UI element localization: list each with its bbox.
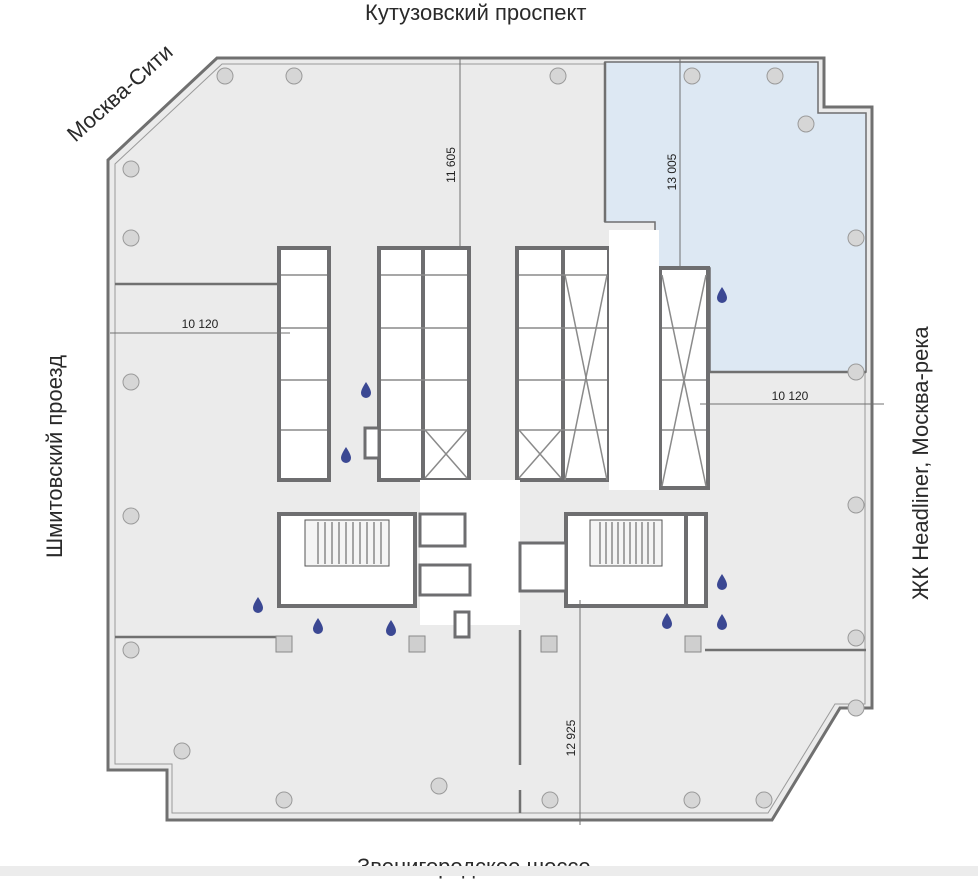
dimension-north-right: 13 005: [665, 153, 679, 190]
column: [847, 699, 865, 717]
risers: [275, 635, 702, 653]
partition-walls: [115, 62, 866, 813]
street-top: Кутузовский проспект: [365, 0, 587, 25]
water-drop-icon: [361, 382, 371, 398]
column: [797, 115, 815, 133]
column: [683, 67, 701, 85]
dimension-east: 10 120: [772, 389, 809, 403]
column: [847, 229, 865, 247]
column: [683, 791, 701, 809]
column: [122, 507, 140, 525]
column: [766, 67, 784, 85]
column: [847, 363, 865, 381]
dimension-west: 10 120: [182, 317, 219, 331]
water-drop-icon: [253, 597, 263, 613]
water-drop-icon: [662, 613, 672, 629]
column: [122, 229, 140, 247]
street-right: ЖК Headliner, Москва-река: [908, 326, 933, 600]
bottom-strip: [0, 866, 978, 876]
column: [541, 791, 559, 809]
column: [549, 67, 567, 85]
column: [755, 791, 773, 809]
water-drop-icon: [313, 618, 323, 635]
column: [847, 629, 865, 647]
building-core: [277, 230, 710, 639]
column: [122, 641, 140, 659]
columns: [122, 67, 865, 809]
column: [275, 791, 293, 809]
riser-square-icon: [540, 635, 558, 653]
column: [122, 373, 140, 391]
water-points: [253, 287, 727, 636]
column: [122, 160, 140, 178]
street-left: Шмитовский проезд: [42, 355, 67, 558]
column: [847, 496, 865, 514]
water-drop-icon: [717, 614, 727, 630]
stairs: [304, 519, 663, 567]
column: [430, 777, 448, 795]
column: [285, 67, 303, 85]
dimension-north-left: 11 605: [444, 147, 458, 183]
dimension-lines: [110, 58, 884, 825]
riser-square-icon: [275, 635, 293, 653]
column: [173, 742, 191, 760]
water-drop-icon: [717, 574, 727, 590]
water-drop-icon: [386, 620, 396, 636]
riser-square-icon: [408, 635, 426, 653]
column: [216, 67, 234, 85]
water-drop-icon: [717, 287, 727, 303]
riser-square-icon: [684, 635, 702, 653]
stair-steps: [317, 522, 655, 564]
lift-shaft-grid: [281, 274, 707, 487]
dimension-south: 12 925: [564, 719, 578, 756]
water-drop-icon: [341, 447, 351, 463]
